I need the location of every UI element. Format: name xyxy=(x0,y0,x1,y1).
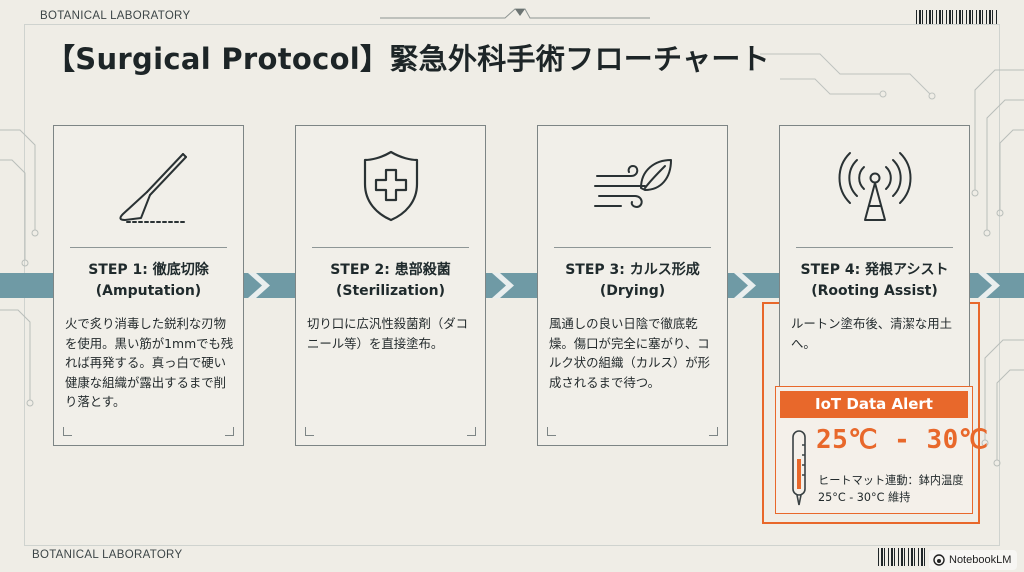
signal-tower-icon xyxy=(837,152,912,221)
alert-note: ヒートマット連動：鉢内温度 25°C - 30°C 維持 xyxy=(818,474,964,504)
flow-arrow-3 xyxy=(734,273,756,298)
lab-label-bottom: BOTANICAL LABORATORY xyxy=(32,549,183,561)
step-description: 切り口に広汎性殺菌剤（ダコニール等）を直接塗布。 xyxy=(307,316,469,351)
flow-arrow-end xyxy=(978,273,1000,298)
circuit-decoration-top-right xyxy=(760,53,936,100)
step-card-3: STEP 3: カルス形成 (Drying) 風通しの良い日陰で徹底乾燥。傷口が… xyxy=(537,125,728,446)
wind-leaf-icon xyxy=(593,159,672,208)
step-description: ルートン塗布後、清潔な用土へ。 xyxy=(791,316,953,351)
corner-mark xyxy=(467,427,476,436)
step-title-sub: (Rooting Assist) xyxy=(811,283,938,299)
alert-header: IoT Data Alert xyxy=(780,391,968,418)
flow-arrow-2 xyxy=(492,273,514,298)
step-divider xyxy=(796,247,953,248)
barcode-top-right xyxy=(916,10,998,24)
barcode-bottom-right xyxy=(878,548,926,566)
step-divider xyxy=(554,247,711,248)
step-title: STEP 3: カルス形成 (Drying) xyxy=(542,260,723,302)
flow-arrow-1 xyxy=(248,273,270,298)
scalpel-icon xyxy=(118,153,188,223)
step-divider xyxy=(70,247,227,248)
step-description: 風通しの良い日陰で徹底乾燥。傷口が完全に塞がり、コルク状の組織（カルス）が形成さ… xyxy=(549,316,711,390)
iot-alert-panel: IoT Data Alert 25℃ - 30℃ ヒートマット連動：鉢内温度 2… xyxy=(775,386,988,514)
frame-bottom-line xyxy=(24,545,1000,546)
step-title-sub: (Amputation) xyxy=(95,283,202,299)
corner-mark xyxy=(305,427,314,436)
corner-mark xyxy=(225,427,234,436)
step-title-main: STEP 4: 発根アシスト xyxy=(800,262,949,278)
notebooklm-watermark: NotebookLM xyxy=(929,550,1018,570)
corner-mark xyxy=(709,427,718,436)
thermometer-icon xyxy=(792,430,806,506)
shield-cross-icon xyxy=(363,150,418,222)
step-title-main: STEP 1: 徹底切除 xyxy=(88,262,209,278)
circuit-decoration-right xyxy=(971,69,1024,467)
step-title: STEP 4: 発根アシスト (Rooting Assist) xyxy=(784,260,965,302)
step-title-main: STEP 3: カルス形成 xyxy=(565,262,700,278)
step-description: 火で炙り消毒した鋭利な刃物を使用。黒い筋が1mmでも残れば再発する。真っ白で硬い… xyxy=(65,316,234,410)
corner-mark xyxy=(547,427,556,436)
step-title: STEP 2: 患部殺菌 (Sterilization) xyxy=(300,260,481,302)
watermark-text: NotebookLM xyxy=(949,554,1012,566)
lab-label-top: BOTANICAL LABORATORY xyxy=(40,10,191,22)
corner-mark xyxy=(63,427,72,436)
frame-top-line xyxy=(24,24,1000,25)
step-card-1: STEP 1: 徹底切除 (Amputation) 火で炙り消毒した鋭利な刃物を… xyxy=(53,125,244,446)
step-title-sub: (Drying) xyxy=(599,283,666,299)
step-card-2: STEP 2: 患部殺菌 (Sterilization) 切り口に広汎性殺菌剤（… xyxy=(295,125,486,446)
page-title: 【Surgical Protocol】緊急外科手術フローチャート xyxy=(46,42,770,76)
circuit-decoration-left xyxy=(0,129,39,407)
notebooklm-logo-icon xyxy=(933,554,945,566)
step-title-sub: (Sterilization) xyxy=(335,283,446,299)
step-divider xyxy=(312,247,469,248)
top-tick-marker xyxy=(380,8,650,19)
alert-temperature: 25℃ - 30℃ xyxy=(816,425,989,455)
step-title-main: STEP 2: 患部殺菌 xyxy=(330,262,451,278)
step-title: STEP 1: 徹底切除 (Amputation) xyxy=(58,260,239,302)
